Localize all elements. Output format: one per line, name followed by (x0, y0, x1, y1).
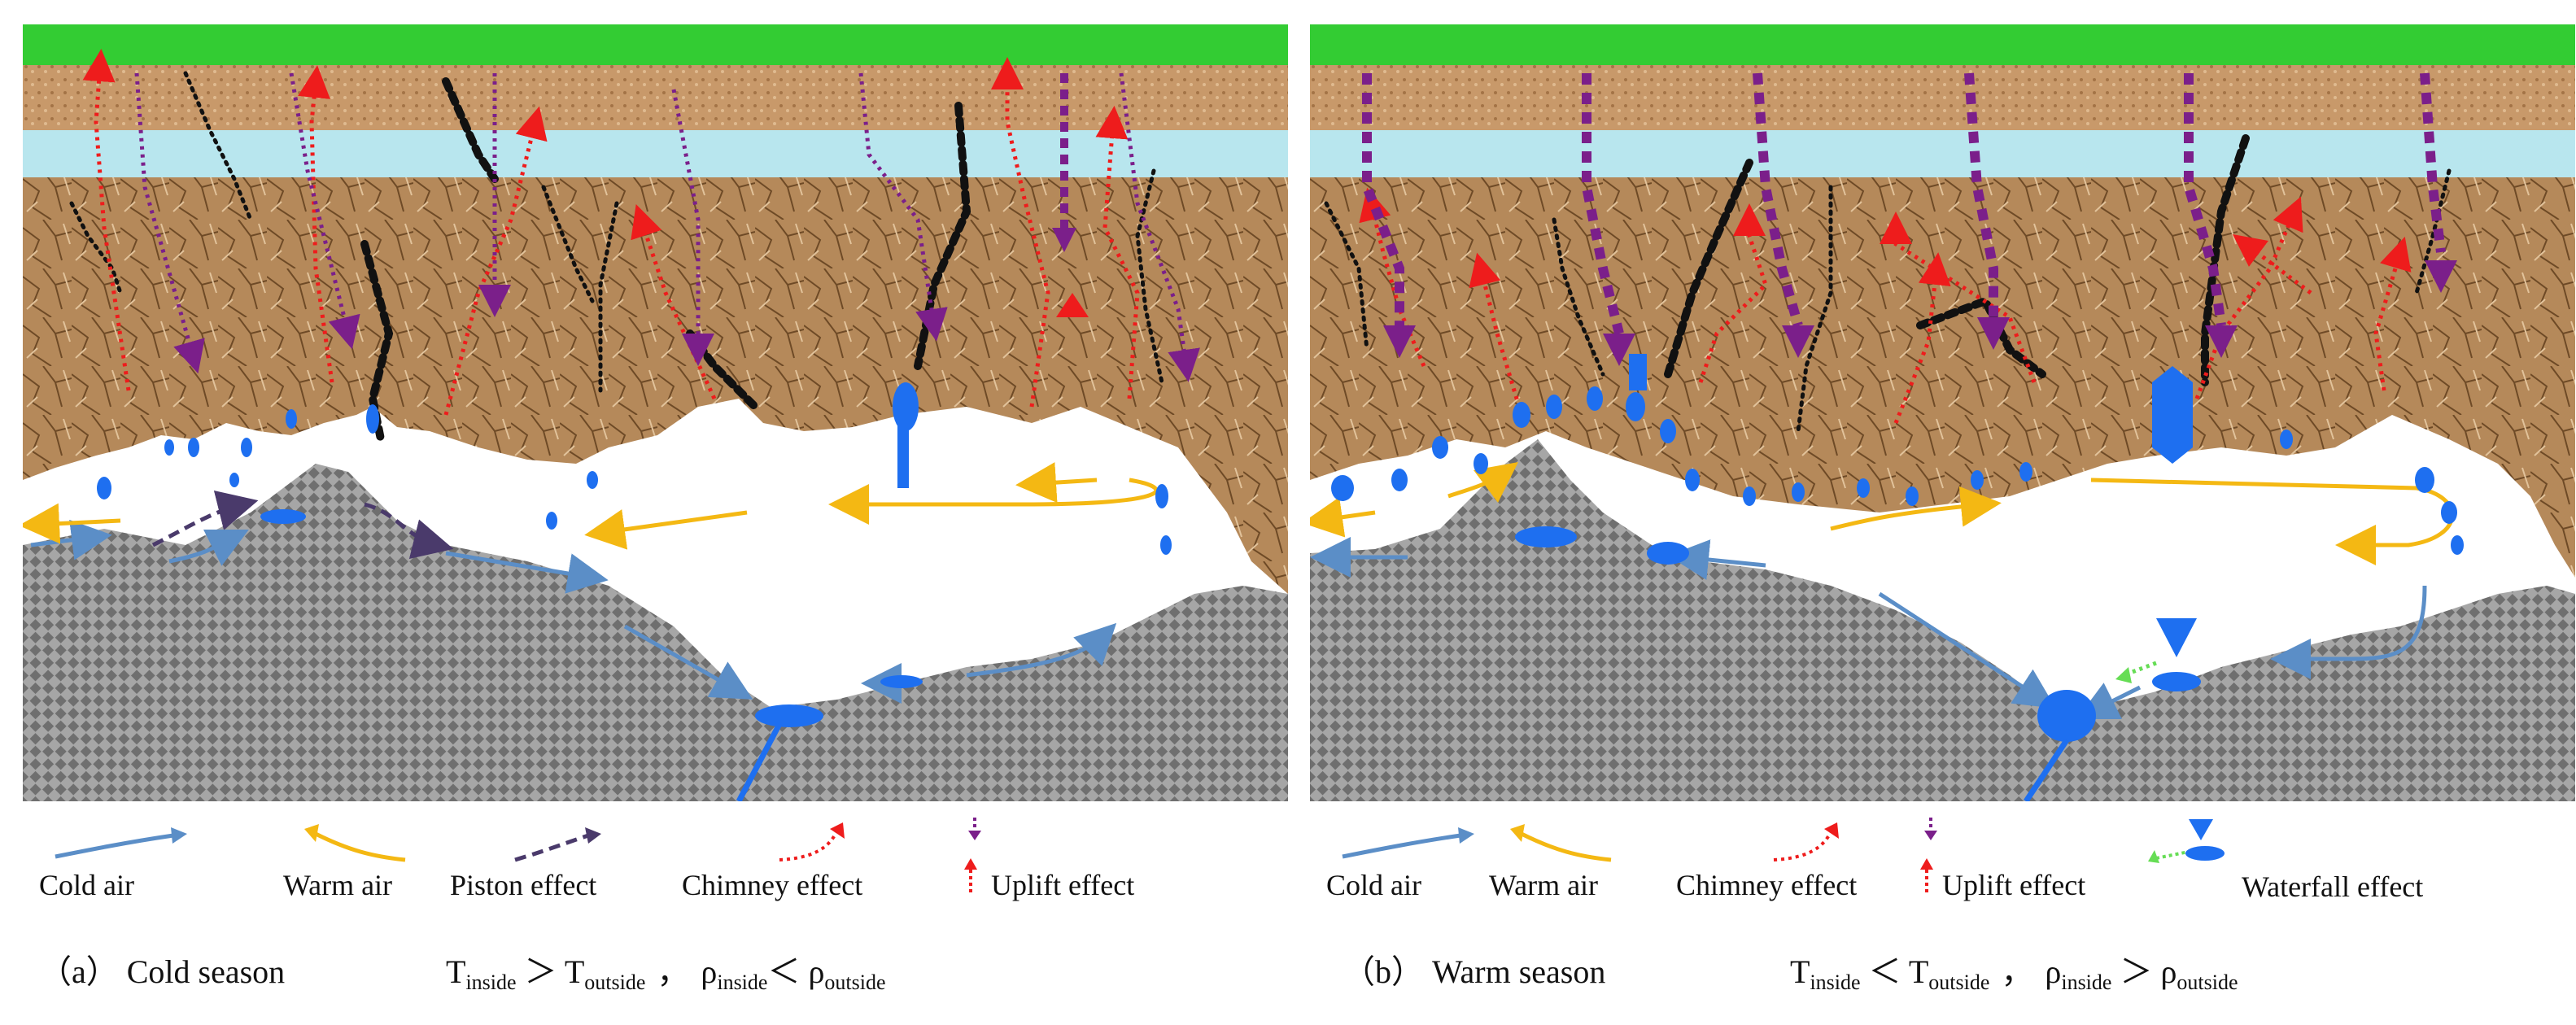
legend-item-chimney-effect: Chimney effect (682, 818, 902, 907)
legend-label: Uplift effect (1942, 869, 2086, 901)
legend-item-uplift-effect: Uplift effect (1916, 818, 2120, 907)
drain-channel (2024, 739, 2069, 801)
formula-sub: inside (1810, 970, 1861, 994)
uplift-effect-arrows-icon (1920, 818, 1937, 892)
formula-rho: ρ (2160, 953, 2177, 990)
grass-layer (23, 24, 1288, 65)
formula-sub: outside (584, 970, 646, 994)
legend-label: Waterfall effect (2242, 870, 2424, 903)
water-drops (97, 382, 1172, 727)
formula-t: T (1908, 953, 1929, 990)
formula-sub: outside (1928, 970, 1990, 994)
legend-label: Cold air (1326, 869, 1421, 901)
drain-channel (736, 722, 783, 801)
chimney-effect-flows (1359, 187, 2412, 424)
legend-item-cold-air: Cold air (39, 818, 202, 907)
cold-air-arrow-icon (1342, 827, 1474, 859)
formula-rho: ρ (2045, 953, 2062, 990)
formula-rho: ρ (808, 953, 825, 990)
density-formula: Tinside ＜ Toutside，ρinside ＞ ρoutside (1790, 945, 2238, 995)
legend-item-warm-air: Warm air (283, 818, 446, 907)
water-drops (1331, 354, 2464, 742)
warm-air-arrow-icon (1510, 824, 1612, 862)
cold-air-flows (1310, 537, 2427, 719)
formula-t: T (564, 953, 585, 990)
formula-sub: inside (2061, 970, 2112, 994)
piston-effect-flows (151, 491, 454, 559)
panel-cold-season: Cold air Warm air Piston effect Chimney … (23, 0, 1288, 1025)
piston-effect-arrow-icon (514, 827, 601, 862)
legend-item-uplift-effect: Uplift effect (950, 818, 1162, 907)
season-label: （b） Warm season (1343, 953, 1606, 990)
cave-scene-warm-season (1310, 24, 2575, 801)
legend-label: Cold air (39, 869, 134, 901)
panel-warm-season: Cold air Warm air Chimney effect Upli (1310, 0, 2575, 1025)
chimney-effect-arrow-icon (779, 822, 845, 861)
cold-air-arrow-icon (55, 827, 187, 859)
formula-t: T (446, 953, 466, 990)
legend-item-cold-air: Cold air (1326, 818, 1489, 907)
formula-rho: ρ (701, 953, 718, 990)
legend-item-warm-air: Warm air (1489, 818, 1652, 907)
formula-sub: outside (2177, 970, 2238, 994)
uplift-arrowheads (1383, 260, 2457, 366)
cave-scene-cold-season (23, 24, 1288, 801)
uplift-effect-flows (1362, 72, 2446, 335)
groundwater-layer (1310, 130, 2575, 177)
season-label: （a） Cold season (39, 953, 286, 990)
legend-label: Chimney effect (682, 869, 863, 901)
grass-layer (1310, 24, 2575, 65)
legend-item-piston-effect: Piston effect (450, 818, 637, 907)
waterfall-effect-icon (2148, 819, 2225, 863)
legend-cold-season: Cold air Warm air Piston effect Chimney … (23, 818, 1288, 907)
legend-item-chimney-effect: Chimney effect (1676, 818, 1896, 907)
chimney-effect-arrow-icon (1773, 822, 1839, 861)
formula-relation: ＞ (2120, 953, 2153, 990)
waterfall-splash (2123, 661, 2157, 678)
legend-label: Warm air (283, 869, 393, 901)
formula-separator: ， (2001, 953, 2034, 990)
legend-label: Warm air (1489, 869, 1599, 901)
warm-air-arrow-icon (304, 824, 406, 862)
cave-floor-rock (1310, 439, 2575, 801)
legend-item-waterfall-effect: Waterfall effect (2148, 818, 2506, 907)
uplift-arrowheads (1056, 293, 1089, 317)
formula-sub: outside (824, 970, 886, 994)
caption-warm-season: （b） Warm season Tinside ＜ Toutside，ρinsi… (1310, 927, 2575, 995)
formula-relation: ＞ (524, 953, 557, 990)
formula-separator: ， (657, 953, 690, 990)
uplift-effect-flows (134, 72, 1200, 382)
formula-sub: inside (465, 970, 517, 994)
uplift-effect-arrows-icon (964, 818, 981, 892)
groundwater-layer (23, 130, 1288, 177)
legend-warm-season: Cold air Warm air Chimney effect Upli (1310, 818, 2575, 907)
cave-floor-rock (23, 464, 1288, 801)
legend-label: Chimney effect (1676, 869, 1858, 901)
formula-sub: inside (717, 970, 768, 994)
caption-cold-season: （a） Cold season Tinside ＞ Toutside，ρinsi… (23, 927, 1288, 995)
formula-t: T (1790, 953, 1810, 990)
formula-relation: ＜ (767, 953, 801, 990)
density-formula: Tinside ＞ Toutside，ρinside＜ ρoutside (446, 945, 886, 995)
soil-layer (23, 65, 1288, 130)
soil-layer (1310, 65, 2575, 130)
legend-label: Uplift effect (991, 869, 1135, 901)
warm-air-flows (23, 462, 1159, 550)
legend-label: Piston effect (450, 869, 597, 901)
formula-relation: ＜ (1868, 953, 1901, 990)
